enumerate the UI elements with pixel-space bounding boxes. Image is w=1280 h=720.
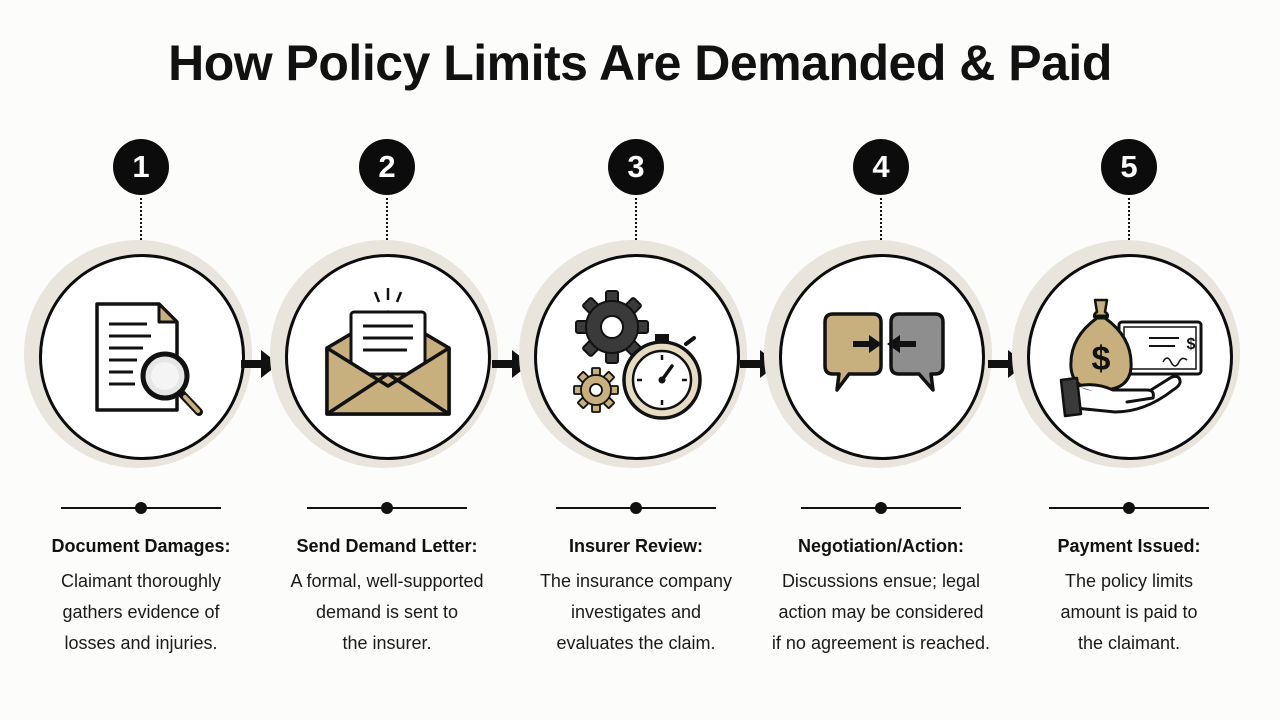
step-4: 4 Negotiation/Action: Discussions ensue;… [756, 0, 1006, 720]
divider-dot [630, 502, 642, 514]
step-description: A formal, well-supported demand is sent … [262, 566, 512, 659]
dotted-connector [1128, 198, 1130, 244]
description-line: Discussions ensue; legal [781, 571, 981, 591]
step-heading: Insurer Review: [568, 536, 704, 556]
document-magnifier-icon [95, 302, 203, 416]
page-title: How Policy Limits Are Demanded & Paid [168, 35, 1112, 91]
description-line: the claimant. [1077, 633, 1181, 653]
bag-dollar-sign: $ [1092, 340, 1111, 378]
description-line: Claimant thoroughly [60, 571, 222, 591]
description-line: demand is sent to [315, 602, 459, 622]
step-number-badge: 2 [359, 139, 415, 195]
description-line: action may be considered [778, 602, 984, 622]
step-number-badge: 3 [608, 139, 664, 195]
divider-dot [381, 502, 393, 514]
description-line: The policy limits [1064, 571, 1194, 591]
step-icon-circle [534, 254, 740, 460]
step-5: 5 $ $ Payment Issued: The policy limits … [1004, 0, 1254, 720]
step-description: The insurance company investigates and e… [511, 566, 761, 659]
description-line: gathers evidence of [62, 602, 220, 622]
step-heading: Payment Issued: [1057, 536, 1201, 556]
step-number-badge: 5 [1101, 139, 1157, 195]
step-heading: Document Damages: [51, 536, 231, 556]
step-heading: Send Demand Letter: [296, 536, 478, 556]
money-bag-check-hand-icon: $ $ [1059, 298, 1203, 418]
step-3: 3 [511, 0, 761, 720]
step-heading: Negotiation/Action: [798, 536, 964, 556]
dotted-connector [386, 198, 388, 244]
step-2: 2 Send Demand Letter: A formal, well-sup… [262, 0, 512, 720]
divider-dot [1123, 502, 1135, 514]
step-description: Discussions ensue; legal action may be c… [756, 566, 1006, 659]
description-line: The insurance company [539, 571, 733, 591]
description-line: losses and injuries. [64, 633, 218, 653]
step-icon-circle [39, 254, 245, 460]
step-description: Claimant thoroughly gathers evidence of … [16, 566, 266, 659]
step-1: 1 Document Damages: Claimant thoroughly … [16, 0, 266, 720]
divider-dot [135, 502, 147, 514]
envelope-letter-icon [325, 288, 451, 416]
description-line: amount is paid to [1060, 602, 1198, 622]
check-dollar-sign: $ [1187, 336, 1196, 353]
step-icon-circle: $ $ [1027, 254, 1233, 460]
description-line: A formal, well-supported [290, 571, 484, 591]
description-line: the insurer. [342, 633, 432, 653]
description-line: if no agreement is reached. [771, 633, 991, 653]
speech-bubbles-icon [823, 312, 945, 392]
step-number-badge: 1 [113, 139, 169, 195]
step-description: The policy limits amount is paid to the … [1004, 566, 1254, 659]
step-icon-circle [285, 254, 491, 460]
description-line: investigates and [570, 602, 702, 622]
dotted-connector [140, 198, 142, 244]
dotted-connector [635, 198, 637, 244]
step-number-badge: 4 [853, 139, 909, 195]
divider-dot [875, 502, 887, 514]
dotted-connector [880, 198, 882, 244]
gears-stopwatch-icon [573, 290, 702, 420]
step-icon-circle [779, 254, 985, 460]
description-line: evaluates the claim. [556, 633, 716, 653]
